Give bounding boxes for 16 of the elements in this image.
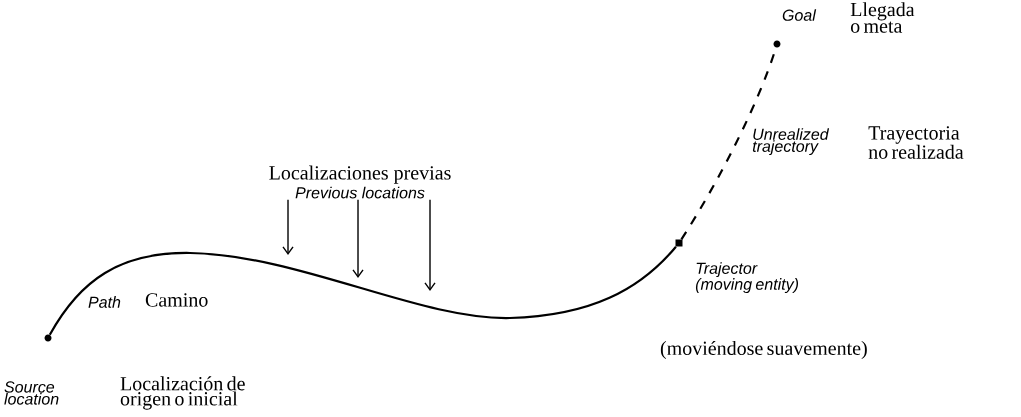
arrow — [424, 198, 436, 291]
caption-text: Localización de origen o inicial — [120, 376, 245, 410]
caption-text: Llegada o meta — [850, 2, 915, 33]
caption-text: Goal — [782, 9, 817, 21]
path-line — [48, 245, 677, 336]
caption-text: Trajector (moving entity) — [695, 262, 799, 293]
point-square — [675, 239, 683, 247]
arrow — [282, 198, 294, 255]
caption-text: Camino — [145, 293, 208, 307]
caption-text: Unrealized trajectory — [752, 128, 830, 156]
caption-text: Source location — [4, 381, 59, 405]
text-label: Localizaciones previas Previous locations — [269, 165, 451, 199]
arrow — [352, 198, 364, 278]
caption-text: Path — [88, 296, 121, 308]
caption-text: Trayectoria no realizada — [868, 126, 964, 159]
caption-text: (moviéndose suavemente) — [660, 340, 867, 360]
